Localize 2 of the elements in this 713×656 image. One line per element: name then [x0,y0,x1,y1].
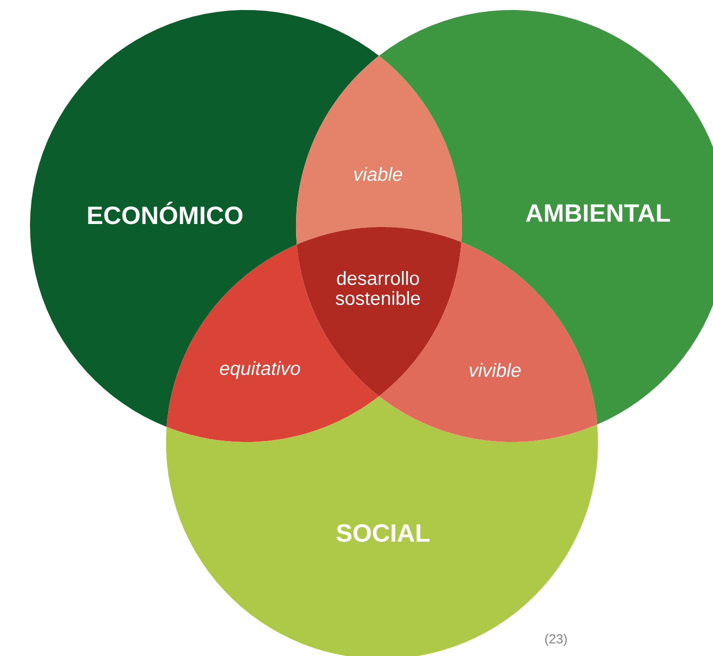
page-number: (23) [545,634,567,646]
overlap-region: viable [296,56,462,245]
